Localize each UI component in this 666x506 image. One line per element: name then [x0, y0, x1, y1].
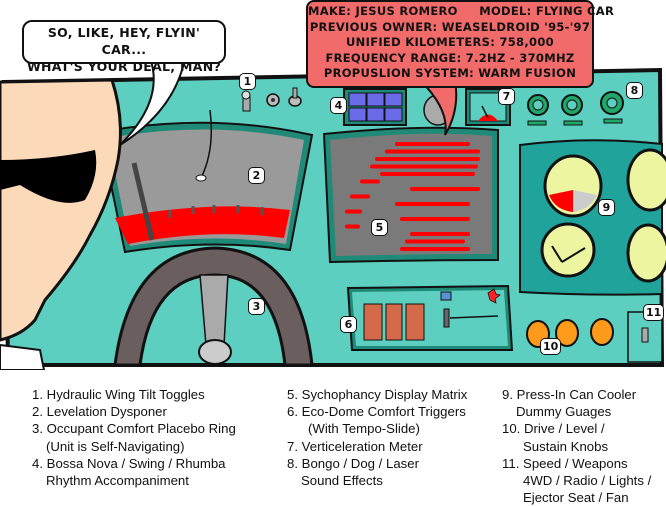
- callout-3: 3: [248, 298, 265, 315]
- legend-text-continued: (With Tempo-Slide): [308, 421, 420, 437]
- legend-column-3: 9. Press-In Can Cooler Dummy Guages 10. …: [502, 386, 651, 506]
- legend-text: Speed / Weapons: [523, 455, 628, 471]
- legend-number: 2.: [32, 404, 43, 420]
- callout-1: 1: [239, 73, 256, 90]
- matrix-bar: [385, 149, 480, 154]
- legend-number: 10.: [502, 421, 521, 437]
- matrix-bar: [410, 232, 470, 236]
- legend-text: Bongo / Dog / Laser: [301, 455, 419, 471]
- rhythm-accompaniment-pad[interactable]: [343, 88, 407, 126]
- legend-text-continued: Sustain Knobs: [523, 438, 609, 454]
- sychophancy-display-matrix: [322, 126, 499, 264]
- legend-item-2: 2. Levelation Dysponer: [32, 403, 236, 420]
- legend-number: 8.: [287, 455, 298, 471]
- character-head: [0, 78, 122, 371]
- display-matrix-bars: [345, 142, 480, 251]
- legend-text: Drive / Level /: [524, 421, 605, 437]
- legend-item-5: 5. Sychophancy Display Matrix: [287, 386, 467, 403]
- levelation-dysponer: [98, 109, 314, 254]
- legend-text: Eco-Dome Comfort Triggers: [301, 404, 466, 420]
- matrix-bar: [375, 157, 480, 161]
- matrix-bar: [400, 217, 470, 221]
- legend-number: 4.: [32, 455, 43, 471]
- callout-9: 9: [598, 199, 615, 216]
- verticeleration-meter: [465, 88, 511, 126]
- speech-line: SO, LIKE, HEY, FLYIN' CAR...: [47, 25, 201, 57]
- spec-bubble-tail: [417, 79, 458, 136]
- callout-8: 8: [626, 82, 643, 99]
- matrix-bar: [345, 224, 360, 229]
- matrix-bar: [410, 187, 480, 191]
- occupant-comfort-placebo-ring: [113, 246, 314, 367]
- legend-column-2: 5. Sychophancy Display Matrix 6. Eco-Dom…: [287, 386, 467, 489]
- legend-item-4: 4. Bossa Nova / Swing / Rhumba: [32, 455, 236, 472]
- speech-bubble: SO, LIKE, HEY, FLYIN' CAR... WHAT'S YOUR…: [22, 20, 226, 74]
- callout-5: 5: [371, 219, 388, 236]
- matrix-bar: [395, 202, 470, 206]
- callout-4: 4: [330, 97, 347, 114]
- legend-text: Bossa Nova / Swing / Rhumba: [46, 455, 226, 471]
- callout-2: 2: [248, 167, 265, 184]
- spec-line-make-model: MAKE: JESUS ROMERO MODEL: FLYING CAR: [308, 4, 615, 18]
- matrix-bar: [395, 142, 470, 146]
- legend-item-8: 8. Bongo / Dog / Laser: [287, 455, 467, 472]
- legend-number: 9.: [502, 387, 513, 402]
- matrix-bar: [400, 247, 470, 251]
- legend-item-7: 7. Verticeleration Meter: [287, 438, 467, 455]
- spec-line-kilometers: UNIFIED KILOMETERS: 758,000: [346, 35, 554, 50]
- legend-text: Levelation Dysponer: [46, 404, 167, 420]
- tempo-slide-handle[interactable]: [443, 308, 450, 328]
- callout-7: 7: [498, 88, 515, 105]
- legend-item-9: 9. Press-In Can Cooler: [502, 386, 651, 403]
- legend-number: 1.: [32, 387, 43, 402]
- legend-number: 5.: [287, 387, 298, 402]
- sound-effect-buttons[interactable]: [527, 91, 624, 126]
- matrix-bar: [360, 179, 380, 184]
- matrix-bar: [405, 239, 465, 244]
- legend-text-continued: Rhythm Accompaniment: [46, 473, 189, 489]
- legend-text: Press-In Can Cooler: [516, 387, 637, 402]
- legend-number: 3.: [32, 421, 43, 437]
- can-cooler-dummy-gauges: [519, 139, 666, 296]
- spec-bubble: MAKE: JESUS ROMERO MODEL: FLYING CAR PRE…: [306, 0, 615, 88]
- legend: 1. Hydraulic Wing Tilt Toggles 2. Levela…: [0, 380, 666, 505]
- legend-item-3: 3. Occupant Comfort Placebo Ring: [32, 420, 236, 437]
- matrix-bar: [370, 164, 478, 169]
- legend-text-continued: Dummy Guages: [516, 404, 612, 420]
- dashboard-illustration: [0, 57, 666, 371]
- matrix-bar: [380, 172, 475, 176]
- legend-text-continued: Ejector Seat / Fan: [523, 490, 629, 506]
- legend-item-11: 11. Speed / Weapons: [502, 455, 651, 472]
- legend-item-6: 6. Eco-Dome Comfort Triggers: [287, 403, 467, 420]
- legend-number: 7.: [287, 438, 298, 454]
- legend-text: Occupant Comfort Placebo Ring: [46, 421, 236, 437]
- speech-line: WHAT'S YOUR DEAL, MAN?: [26, 59, 222, 74]
- comic-panel: SO, LIKE, HEY, FLYIN' CAR... WHAT'S YOUR…: [0, 0, 666, 371]
- eco-dome-comfort-triggers[interactable]: [346, 284, 514, 351]
- callout-10: 10: [540, 338, 562, 355]
- speech-bubble-tail: [119, 57, 187, 146]
- legend-text: Verticeleration Meter: [301, 438, 423, 454]
- dysponer-needle: [131, 162, 155, 241]
- legend-number: 11.: [502, 455, 520, 471]
- spec-line-previous-owner: PREVIOUS OWNER: WEASELDROID '95-'97: [309, 19, 591, 34]
- callout-11: 11: [643, 304, 665, 321]
- hydraulic-wing-tilt-toggles[interactable]: [241, 87, 302, 112]
- legend-text-continued: Sound Effects: [301, 473, 383, 489]
- legend-text-continued: (Unit is Self-Navigating): [46, 438, 185, 454]
- legend-column-1: 1. Hydraulic Wing Tilt Toggles 2. Levela…: [32, 386, 236, 489]
- legend-item-10: 10. Drive / Level /: [502, 420, 651, 437]
- matrix-bar: [350, 194, 370, 199]
- legend-item-1: 1. Hydraulic Wing Tilt Toggles: [32, 386, 236, 403]
- legend-text-continued: 4WD / Radio / Lights /: [523, 473, 652, 489]
- legend-text: Sychophancy Display Matrix: [301, 387, 468, 402]
- legend-number: 6.: [287, 404, 298, 420]
- spec-line-frequency: FREQUENCY RANGE: 7.2HZ - 370MHZ: [325, 50, 575, 65]
- matrix-bar: [345, 209, 362, 214]
- spec-line-propulsion: PROPUSLION SYSTEM: WARM FUSION: [323, 66, 577, 81]
- legend-text: Hydraulic Wing Tilt Toggles: [46, 387, 205, 402]
- callout-6: 6: [340, 316, 357, 333]
